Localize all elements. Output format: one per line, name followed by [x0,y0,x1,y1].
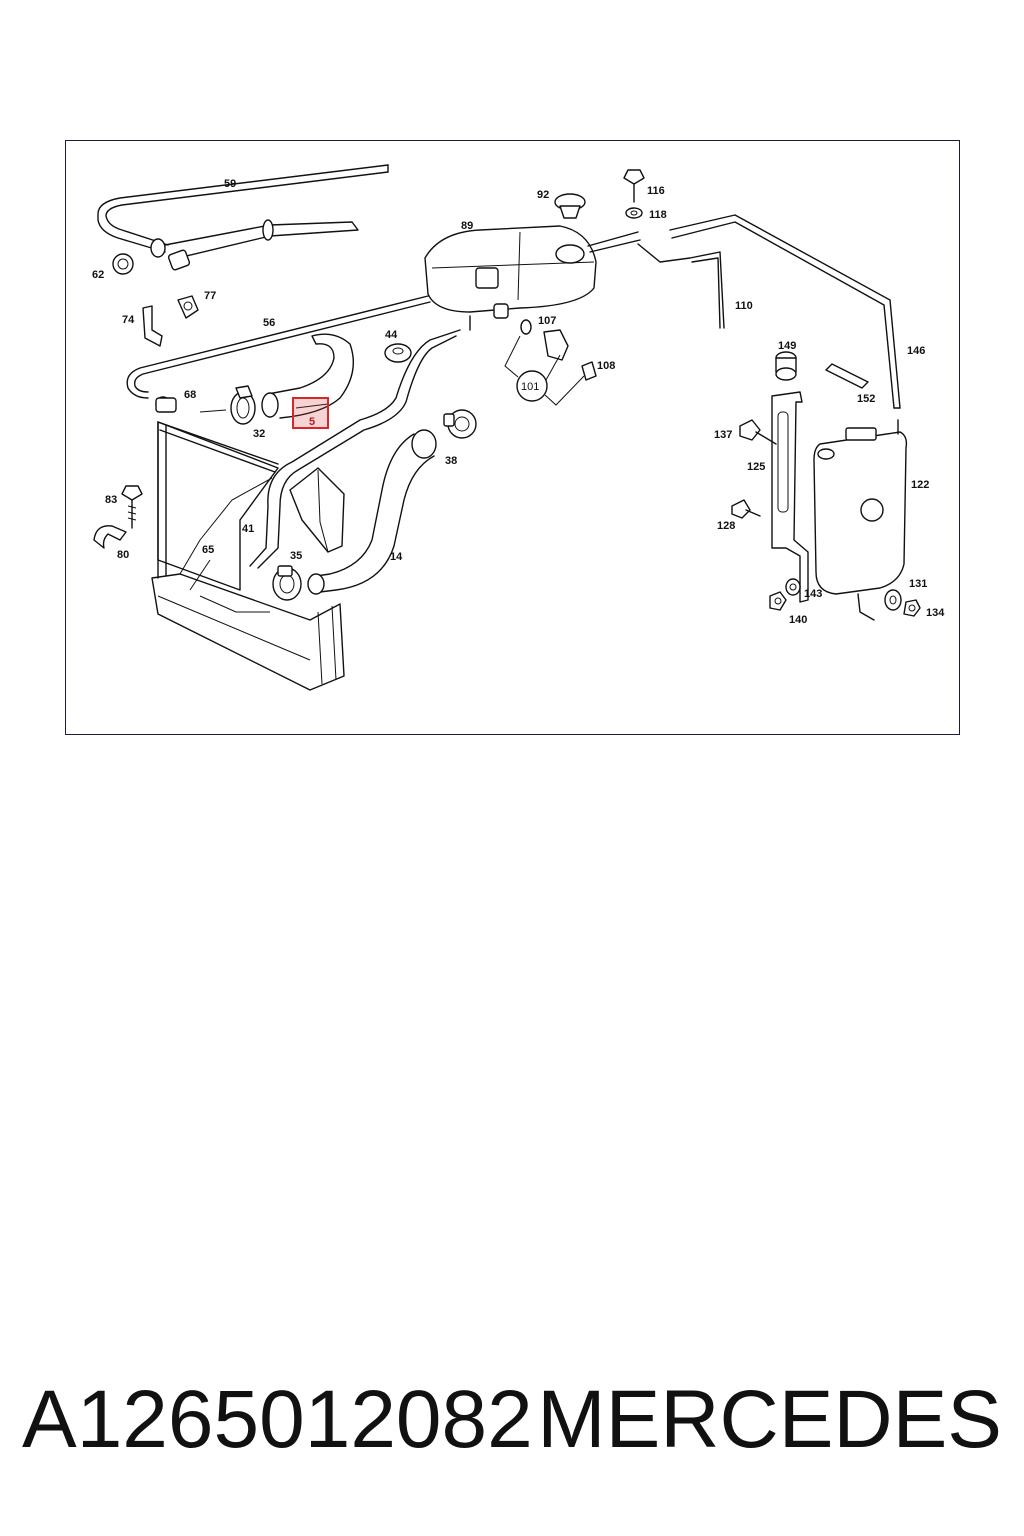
washer-131 [884,589,902,611]
hose-41 [249,329,461,569]
bolt-137 [739,419,777,445]
hose-5 [261,333,354,419]
highlight-box-5 [292,397,329,429]
callout-44[interactable]: 44 [385,329,398,341]
callout-149[interactable]: 149 [778,340,796,352]
callout-5[interactable]: 5 [309,416,315,428]
bolt-116 [623,169,645,203]
callout-140[interactable]: 140 [789,614,807,626]
bolt-83 [121,485,143,529]
washer-143 [785,578,801,596]
callout-143[interactable]: 143 [804,588,822,600]
radiator [151,421,345,691]
pipe-56 [126,295,431,399]
callout-152[interactable]: 152 [857,393,875,405]
sensor-group-101 [504,319,597,406]
clamp-32 [199,385,256,425]
nut-134 [903,599,921,617]
part-number: A1265012082 [22,1374,533,1465]
callout-77[interactable]: 77 [204,290,216,302]
callout-116[interactable]: 116 [647,185,665,197]
clamp-38 [443,409,477,439]
callout-134[interactable]: 134 [926,607,945,619]
callout-38[interactable]: 38 [445,455,457,467]
callout-74[interactable]: 74 [122,314,135,326]
bracket-125 [771,391,809,603]
callout-122[interactable]: 122 [911,479,929,491]
hose-14 [307,429,437,595]
callout-110[interactable]: 110 [735,300,753,312]
reservoir-122 [813,419,908,621]
callout-68[interactable]: 68 [184,389,196,401]
callout-14[interactable]: 14 [390,551,403,563]
brand-name: MERCEDES [537,1374,1002,1465]
strip-152 [825,363,869,389]
callout-41[interactable]: 41 [242,523,254,535]
callout-65[interactable]: 65 [202,544,214,556]
footer: A1265012082 MERCEDES [0,1370,1024,1470]
callout-59[interactable]: 59 [224,178,236,190]
callout-56[interactable]: 56 [263,317,275,329]
callout-labels: 59 92 116 118 89 62 77 74 56 44 107 110 … [92,178,945,626]
bracket-74 [142,305,163,347]
callout-128[interactable]: 128 [717,520,735,532]
callout-137[interactable]: 137 [714,429,732,441]
callout-80[interactable]: 80 [117,549,129,561]
callout-146[interactable]: 146 [907,345,925,357]
callout-131[interactable]: 131 [909,578,927,590]
callout-35[interactable]: 35 [290,550,302,562]
callout-83[interactable]: 83 [105,494,117,506]
callout-125[interactable]: 125 [747,461,765,473]
pipe-110 [637,243,725,329]
pipe-59 [97,164,389,271]
nut-140 [769,591,787,611]
expansion-tank-89 [424,225,641,331]
grommet-149 [775,351,797,381]
clip-77 [177,295,199,319]
cap-92 [554,193,586,219]
callout-101[interactable]: 101 [521,381,539,393]
clamp-68 [155,396,177,413]
callout-62[interactable]: 62 [92,269,104,281]
grommet-44 [384,343,412,363]
bolt-128 [731,499,761,519]
callout-108[interactable]: 108 [597,360,615,372]
clamp-35 [272,565,302,601]
callout-89[interactable]: 89 [461,220,473,232]
clamp-62 [112,253,134,275]
pipe-146 [669,214,901,409]
callout-107[interactable]: 107 [538,315,556,327]
callout-92[interactable]: 92 [537,189,549,201]
shroud-panel [289,467,345,553]
washer-118 [625,207,643,219]
clip-80 [93,525,127,549]
callout-118[interactable]: 118 [649,209,667,221]
callout-32[interactable]: 32 [253,428,265,440]
